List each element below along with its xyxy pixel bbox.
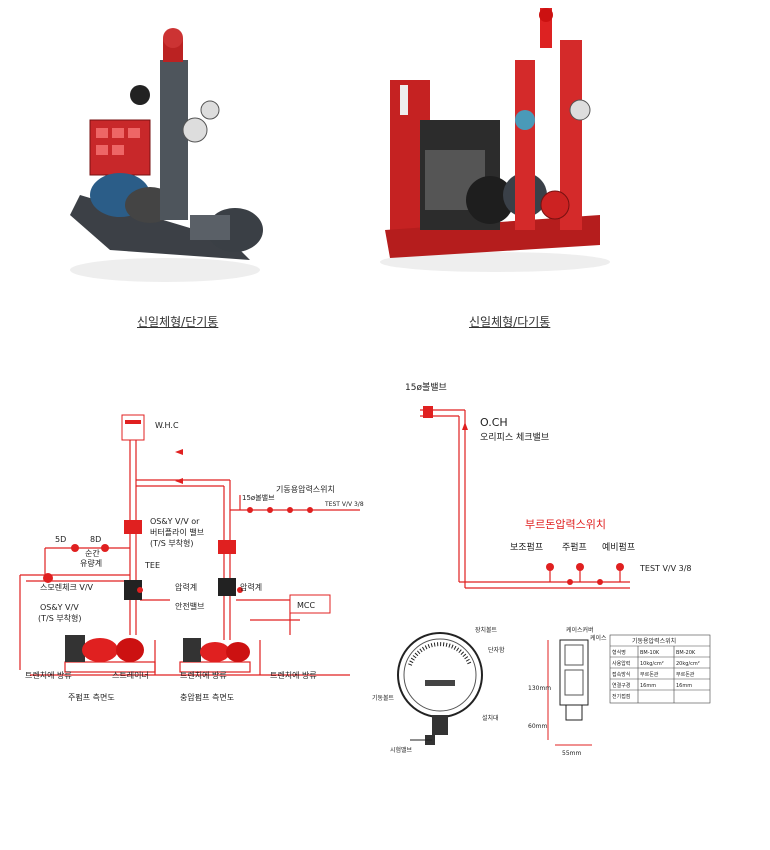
pressure-switch-detail: 장치볼트 단자함 기동볼트 설치대 시험밸브 케이스커버 케이스 130mm 6…: [372, 626, 711, 757]
label-tee: TEE: [144, 561, 160, 570]
label-case-cover: 케이스커버: [566, 626, 594, 634]
label-setting-bolt: 장치볼트: [475, 626, 498, 634]
spec-table-cell: BM-20K: [676, 650, 696, 656]
label-osy-2a: OS&Y V/V: [40, 603, 79, 612]
photo-caption-left: 신일체형/단기통: [137, 315, 219, 329]
label-osy-1c: (T/S 부착형): [150, 539, 194, 548]
label-case: 케이스: [590, 634, 607, 642]
pressure-switch-piping-diagram: 15ø볼밸브 O.CH 오리피스 체크밸브 부르돈압력스위치 보조펌프 주펌프 …: [405, 382, 692, 589]
label-orifice-check: 오리피스 체크밸브: [480, 432, 549, 443]
spec-table-cell: 연결구경: [612, 682, 630, 689]
spec-table-cell: 16mm: [676, 683, 692, 689]
label-gauge-2: 압력계: [240, 582, 262, 592]
label-osy-1a: OS&Y V/V or: [150, 517, 200, 526]
label-test-vv-right: TEST V/V 3/8: [639, 564, 692, 573]
label-whc: W.H.C: [155, 421, 179, 430]
spec-table-cell: 16mm: [640, 683, 656, 689]
label-pressure-switch: 기동용압력스위치: [276, 484, 335, 494]
pump-piping-diagram: W.H.C 기동용압력스위치 15ø볼밸브 TEST V/V 3/8 5D 8D…: [19, 414, 364, 702]
label-spare-pump: 예비펌프: [602, 541, 635, 553]
label-jockey-pump-side: 충압펌프 측면도: [180, 692, 234, 702]
spec-table-cell: BM-10K: [640, 650, 660, 656]
label-osy-1b: 버터플라이 밸브: [150, 527, 204, 537]
label-drain-2: 트렌치에 방류: [180, 670, 227, 680]
spec-table-cell: 사용압력: [612, 660, 630, 667]
label-safety-valve: 안전밸브: [175, 601, 204, 611]
spec-table: [609, 634, 711, 704]
spec-table-cell: 부르돈관: [676, 671, 695, 678]
label-terminal-box: 단자함: [488, 646, 505, 654]
label-gauge-1: 압력계: [175, 582, 197, 592]
label-mount: 설치대: [482, 714, 499, 722]
label-test-valve-detail: 시험밸브: [390, 746, 413, 754]
label-5d: 5D: [55, 535, 66, 544]
pump-photo-right: [380, 8, 610, 272]
label-osy-2b: (T/S 부착형): [38, 614, 82, 623]
label-start-bolt: 기동볼트: [372, 694, 395, 702]
label-check-valve: 스모렌체크 V/V: [40, 582, 94, 592]
label-bourdon-switch: 부르돈압력스위치: [525, 518, 606, 531]
photo-area: [70, 8, 610, 282]
label-flow-1: 순간: [85, 548, 100, 558]
label-dim-55: 55mm: [562, 750, 581, 757]
spec-table-cell: 10kg/cm²: [640, 661, 664, 667]
label-och: O.CH: [480, 416, 508, 429]
spec-table-cell: 접속방식: [612, 671, 630, 678]
label-mcc: MCC: [297, 601, 315, 610]
label-ball-valve-right: 15ø볼밸브: [405, 382, 447, 393]
label-flow-2: 유량계: [80, 558, 102, 568]
label-drain-3: 트렌치에 방류: [270, 670, 317, 680]
main-pump-symbol: [65, 635, 144, 662]
label-main-pump-side: 주펌프 측면도: [68, 692, 115, 702]
label-test-valve: TEST V/V 3/8: [324, 501, 364, 508]
spec-table-cell: 전기접점: [612, 693, 630, 700]
gauge-dial: [397, 632, 483, 745]
switch-side-view: [547, 639, 592, 746]
label-8d: 8D: [90, 535, 101, 544]
spec-table-cell: 부르돈관: [640, 671, 659, 678]
spec-table-cell: 20kg/cm²: [676, 661, 700, 667]
label-main-pump: 주펌프: [562, 541, 587, 553]
mcc-box: [289, 594, 331, 614]
label-ball-valve: 15ø볼밸브: [242, 493, 275, 502]
spec-table-cell: 형식명: [612, 649, 626, 656]
photo-caption-right: 신일체형/다기통: [469, 315, 551, 329]
label-dim-130: 130mm: [528, 685, 551, 692]
pump-photo-left: [70, 28, 263, 282]
jockey-pump-symbol: [183, 638, 250, 662]
label-dim-60: 60mm: [528, 723, 547, 730]
label-strainer: 스트레이너: [112, 670, 149, 680]
table-title: 기동용압력스위치: [632, 637, 676, 645]
label-aux-pump: 보조펌프: [510, 541, 543, 553]
label-drain-1: 트렌치에 방류: [25, 670, 72, 680]
